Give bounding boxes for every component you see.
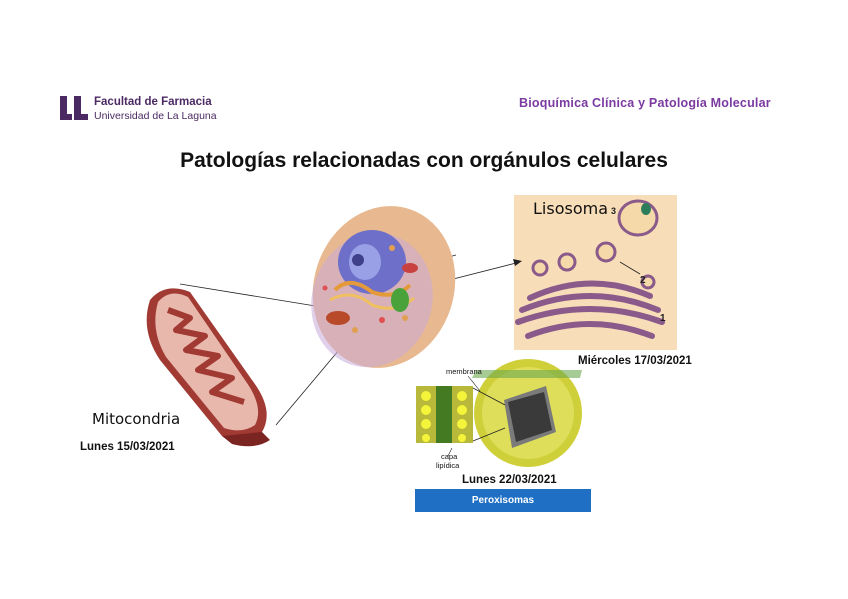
lipid-layer-label-line2: lipídica [436, 461, 460, 470]
mitochondria-label: Mitocondria [92, 410, 181, 428]
lysosome-date: Miércoles 17/03/2021 [578, 355, 692, 367]
lysosome-vesicle [617, 199, 659, 237]
course-title: Bioquímica Clínica y Patología Molecular [519, 96, 771, 110]
lipid-layer-label-line1: capa [441, 452, 458, 461]
peroxisome-date: Lunes 22/03/2021 [462, 474, 557, 486]
faculty-name: Facultad de Farmacia [94, 96, 212, 108]
mitochondria-date: Lunes 15/03/2021 [80, 441, 175, 453]
university-name: Universidad de La Laguna [94, 110, 217, 122]
university-logo-icon [60, 96, 88, 120]
diagram-number-2: 2 [640, 275, 646, 286]
diagram-number-3: 3 [611, 206, 617, 216]
lysosome-arrowhead [513, 259, 522, 266]
mitochondria-illustration [146, 288, 270, 447]
vesicles [531, 241, 656, 290]
membrane-label: membrana [446, 367, 482, 376]
peroxisome-illustration [416, 359, 582, 467]
animal-cell-illustration [311, 206, 456, 368]
diagram-number-1: 1 [660, 313, 666, 324]
lysosome-label: Lisosoma [533, 199, 608, 218]
page-title: Patologías relacionadas con orgánulos ce… [180, 149, 668, 172]
golgi-lysosome-illustration [515, 280, 665, 339]
peroxisome-caption-bar: Peroxisomas [415, 489, 591, 512]
